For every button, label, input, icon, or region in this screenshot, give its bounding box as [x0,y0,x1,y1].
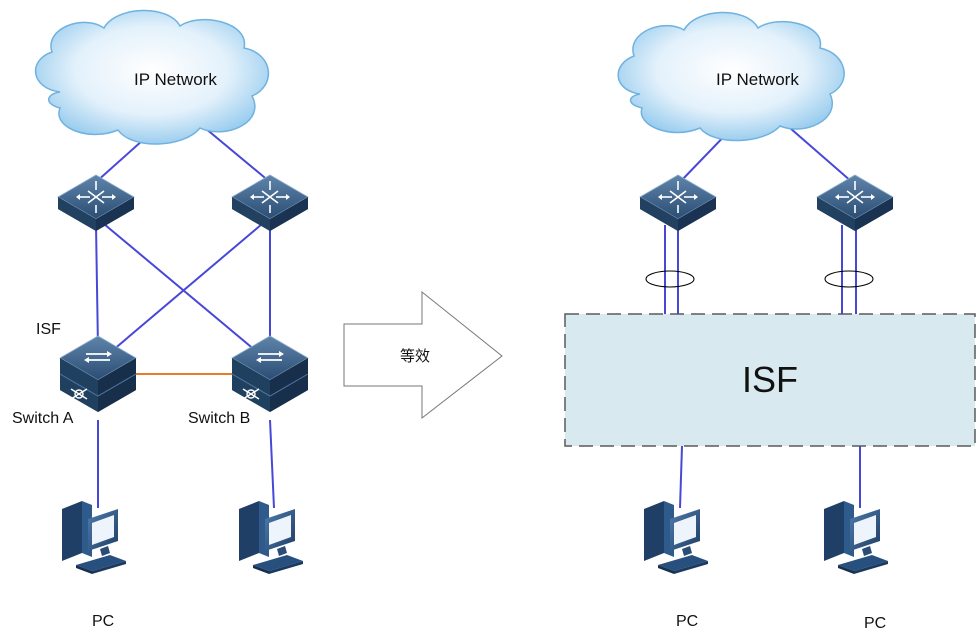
switch-b-label: Switch B [188,410,251,427]
right-pc-1-label: PC [676,613,699,630]
pc-left-1-icon [62,501,126,574]
cloud-icon [35,9,269,145]
router-left-1-icon [57,174,135,232]
pc-right-1-icon [644,501,708,574]
pc-left-2-icon [239,501,303,574]
link-aggregation-left-icon [645,270,695,288]
cloud-right-icon [617,11,845,142]
left-isf-label: ISF [36,321,61,338]
switch-a-label: Switch A [12,410,74,427]
left-links [95,127,275,509]
left-pc-label: PC [92,613,115,630]
left-cloud-label: IP Network [134,70,217,89]
link-aggregation-right-icon [824,270,874,288]
left-topology [35,9,309,574]
switch-a-icon [59,335,137,413]
switch-b-icon [231,335,309,413]
router-right-1-icon [639,174,717,232]
pc-right-2-icon [824,501,888,574]
right-cloud-label: IP Network [716,70,799,89]
isf-virtual-box [564,313,976,447]
isf-box-label: ISF [741,359,798,400]
right-topology [564,11,976,574]
equivalence-arrow-label: 等效 [400,347,431,365]
right-pc-2-label: PC [864,615,887,632]
equivalence-arrow [343,290,503,420]
router-right-2-icon [816,174,894,232]
router-left-2-icon [231,174,309,232]
